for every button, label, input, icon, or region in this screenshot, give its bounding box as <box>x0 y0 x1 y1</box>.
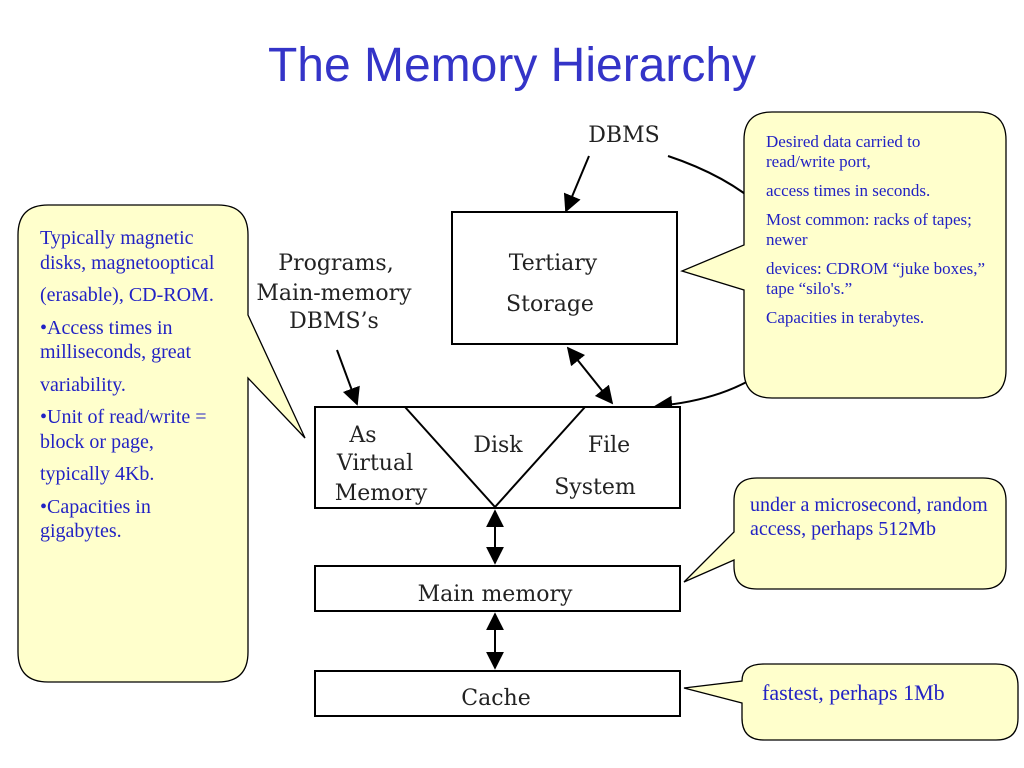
tertiary-callout-line: access times in seconds. <box>766 181 931 200</box>
main-memory-box <box>314 565 681 612</box>
programs-label-line-3: DBMS’s <box>289 309 379 334</box>
as-virtual-memory-line-2: Virtual <box>336 451 413 476</box>
left-callout-line: variability. <box>40 373 126 396</box>
cache-callout-text: fastest, perhaps 1Mb <box>762 680 945 705</box>
slide-title: The Memory Hierarchy <box>267 39 757 92</box>
disk-box <box>314 406 681 509</box>
left-callout-line: •Access times in milliseconds, great <box>40 316 192 364</box>
programs-label-line-1: Programs, <box>278 251 393 276</box>
tertiary-label-line-2: Storage <box>506 292 594 317</box>
cache-callout-bubble <box>683 663 1019 741</box>
disk-label: Disk <box>473 433 523 458</box>
tertiary-storage-box <box>451 211 678 345</box>
file-system-line-2: System <box>554 475 636 500</box>
file-system-line-1: File <box>588 433 630 458</box>
tertiary-callout-line: Most common: racks of tapes; newer <box>766 210 972 249</box>
as-virtual-memory-line-1: As <box>348 423 376 448</box>
main-memory-label: Main memory <box>418 582 573 607</box>
dbms-label: DBMS <box>588 123 659 148</box>
tertiary-callout-line: Desired data carried to read/write port, <box>766 132 921 171</box>
as-virtual-memory-line-3: Memory <box>335 481 428 506</box>
programs-to-virtual-memory-arrow <box>336 349 360 406</box>
tertiary-callout-line: devices: CDROM “juke boxes,” tape “silo'… <box>766 259 986 298</box>
cache-label: Cache <box>461 686 530 711</box>
disk-divider-v <box>404 406 586 509</box>
main-memory-callout-text: under a microsecond, random access, perh… <box>750 494 988 540</box>
programs-label-line-2: Main-memory <box>256 281 412 306</box>
main-memory-callout-bubble <box>683 477 1007 590</box>
left-callout-bubble <box>17 204 306 683</box>
left-callout-line: typically 4Kb. <box>40 463 155 485</box>
left-callout-text: Typically magnetic disks, magnetooptical… <box>40 226 220 552</box>
left-callout-line: Typically magnetic disks, magnetooptical <box>40 227 215 274</box>
tertiary-callout-line: Capacities in terabytes. <box>766 308 925 327</box>
left-callout-line: (erasable), CD-ROM. <box>40 284 214 306</box>
left-callout-line: •Capacities in gigabytes. <box>40 495 151 543</box>
tertiary-disk-arrow <box>566 346 614 405</box>
left-callout-line: •Unit of read/write = block or page, <box>40 406 207 453</box>
tertiary-callout-text: Desired data carried to read/write port,… <box>766 132 991 337</box>
cache-box <box>314 670 681 717</box>
dbms-to-tertiary-arrow <box>563 155 590 213</box>
tertiary-label-line-1: Tertiary <box>509 251 598 276</box>
tertiary-callout-bubble <box>680 111 1007 399</box>
